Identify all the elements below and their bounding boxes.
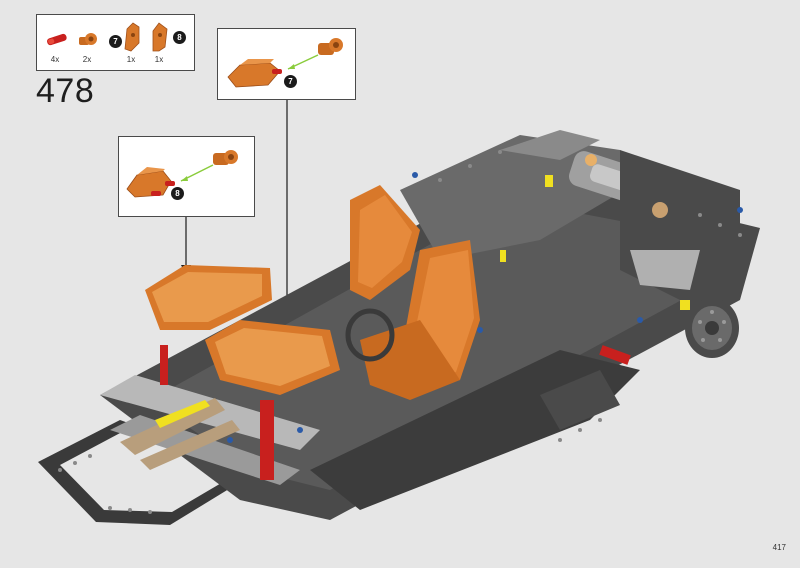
sub-assembly-callout: 8 — [118, 136, 255, 217]
part-qty: 2x — [82, 55, 92, 64]
orange-connector-icon — [79, 33, 97, 45]
part-qty: 1x — [154, 55, 164, 64]
parts-list-box: 4x 2x 7 1x 8 1x — [36, 14, 195, 71]
beam-holes — [58, 150, 742, 514]
part-qty: 1x — [126, 55, 136, 64]
step-badge-8: 8 — [171, 187, 184, 200]
red-pin-icon — [47, 33, 67, 46]
wheel-hub — [685, 298, 739, 358]
sub-assembly-callout: 7 — [217, 28, 356, 100]
step-number: 478 — [36, 72, 95, 110]
step-badge-7: 7 — [284, 75, 297, 88]
page-number: 417 — [772, 543, 786, 552]
step-badge-7: 7 — [109, 35, 122, 48]
orange-panel-icon — [124, 22, 140, 52]
front-body-panels — [145, 265, 631, 480]
assembly-illustration — [227, 38, 343, 88]
orange-panel-icon — [152, 22, 168, 52]
assembly-illustration — [126, 150, 238, 198]
blue-pins — [227, 172, 743, 443]
part-qty: 4x — [50, 55, 60, 64]
seats — [345, 185, 480, 400]
engine-section — [400, 130, 740, 310]
step-badge-8: 8 — [173, 31, 186, 44]
